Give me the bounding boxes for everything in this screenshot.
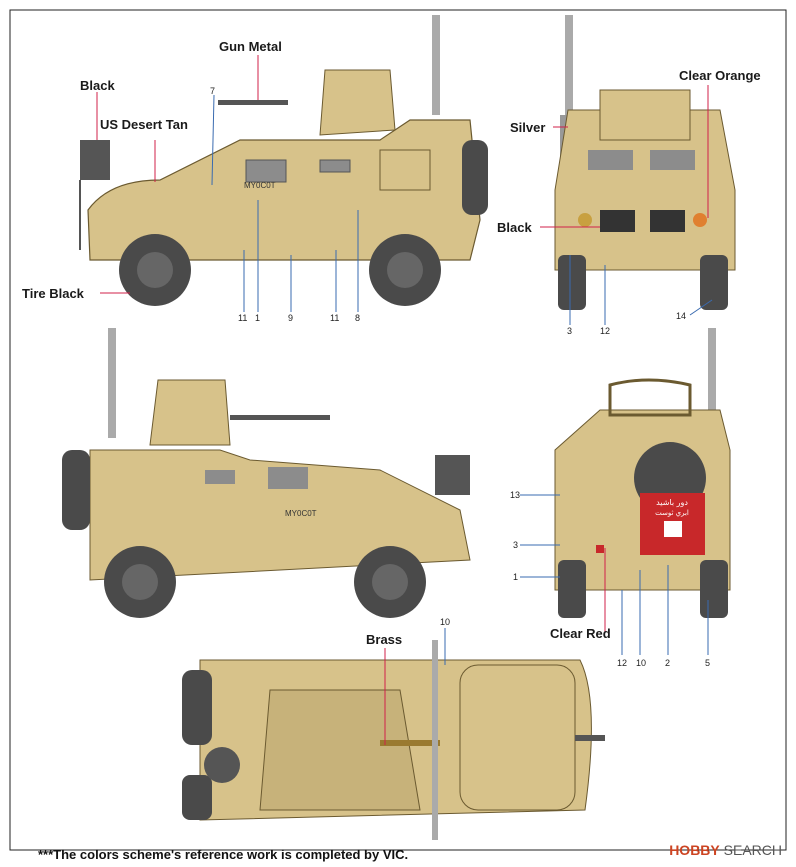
- rear-cage: [379, 149, 431, 191]
- side-view-left: MY0C0T: [79, 15, 488, 306]
- plate-text-2: ابري ثوست: [655, 509, 689, 517]
- callout-11b: 11: [330, 313, 340, 323]
- turret: [319, 69, 396, 136]
- leader-lines: [96, 55, 709, 745]
- watermark: HOBBY SEARCH: [669, 842, 782, 858]
- callout-7: 7: [210, 86, 216, 96]
- callout-front-3: 3: [567, 326, 573, 336]
- callout-rear-2: 2: [665, 658, 671, 668]
- antenna: [432, 15, 440, 115]
- front-view: [554, 15, 736, 310]
- top-hood: [459, 664, 576, 811]
- front-turret: [599, 89, 691, 141]
- callout-rear-12: 12: [617, 658, 628, 668]
- plate-text-1: دور باشید: [656, 498, 688, 507]
- side-view-right: MY0C0T: [62, 328, 471, 618]
- callout-1: 1: [255, 313, 261, 323]
- spare-tire: [462, 140, 488, 215]
- callout-rear-3: 3: [513, 540, 519, 550]
- light-left: [578, 213, 592, 227]
- window-mid: [319, 159, 351, 173]
- callout-rear-13: 13: [510, 490, 521, 500]
- turret-2: [149, 379, 231, 446]
- label-us-desert-tan: US Desert Tan: [100, 117, 188, 132]
- grille-left: [600, 210, 635, 232]
- label-silver: Silver: [510, 120, 546, 135]
- label-black-front: Black: [497, 220, 532, 235]
- black-panel-2: [435, 455, 470, 495]
- callout-rear-10: 10: [636, 658, 647, 668]
- rear-light-left: [596, 545, 604, 553]
- callout-11a: 11: [238, 313, 248, 323]
- window-front: [245, 159, 287, 183]
- callout-8: 8: [355, 313, 361, 323]
- vehicle-id-text-2: MY0C0T: [285, 509, 317, 518]
- callout-rear-1: 1: [513, 572, 519, 582]
- top-view: [182, 640, 605, 840]
- label-clear-red: Clear Red: [550, 626, 611, 641]
- vehicle-id-text: MY0C0T: [244, 181, 276, 190]
- callout-front-14: 14: [676, 311, 687, 321]
- brass-detail: [380, 740, 440, 746]
- rear-light-right: [682, 545, 690, 553]
- rear-view: دور باشید ابري ثوست: [554, 328, 731, 618]
- footer-note: ***The colors scheme's reference work is…: [38, 847, 409, 862]
- label-black-top: Black: [80, 78, 115, 93]
- label-brass: Brass: [366, 632, 403, 647]
- label-gun-metal: Gun Metal: [219, 39, 282, 54]
- top-turret: [259, 689, 421, 811]
- callout-top-10: 10: [440, 617, 451, 627]
- black-panel: [80, 140, 110, 180]
- callout-rear-5: 5: [705, 658, 711, 668]
- watermark-brand: HOBBY: [669, 842, 720, 858]
- label-tire-black: Tire Black: [22, 286, 84, 301]
- watermark-suffix: SEARCH: [723, 842, 782, 858]
- grille-right: [650, 210, 685, 232]
- label-clear-orange: Clear Orange: [679, 68, 761, 83]
- callout-front-12: 12: [600, 326, 611, 336]
- light-right: [693, 213, 707, 227]
- callout-9: 9: [288, 313, 294, 323]
- gun-barrel: [218, 100, 288, 105]
- number-leaders: [211, 94, 713, 665]
